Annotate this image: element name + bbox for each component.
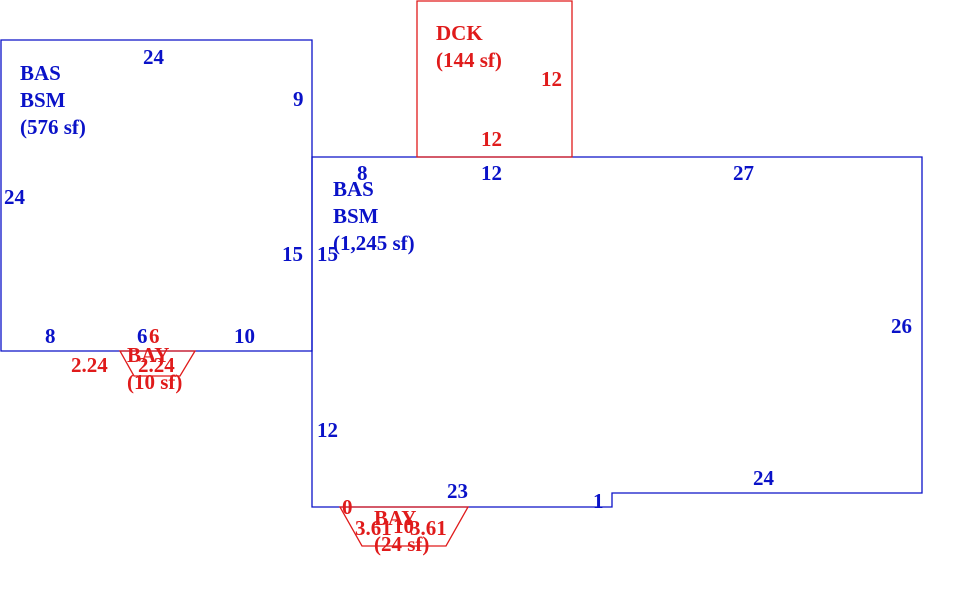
dim-right-bottom-b: 24 (753, 466, 775, 490)
bas-right-area: (1,245 sf) (333, 231, 415, 255)
bas-right-label-2: BSM (333, 204, 379, 228)
dim-left-bottom-a: 8 (45, 324, 56, 348)
dim-deck-right: 12 (541, 67, 562, 91)
dim-bay-right-a: 0 (342, 495, 353, 519)
dim-left-side: 24 (4, 185, 26, 209)
bay-right-area: (24 sf) (374, 532, 429, 556)
bay-right-label: BAY (374, 506, 416, 530)
dim-right-side: 26 (891, 314, 912, 338)
dim-bay-left-c: 2.24 (138, 353, 175, 377)
dim-bay-right-d: 3.61 (410, 516, 447, 540)
bay-left-label: BAY (127, 343, 169, 367)
bay-left-outline (118, 350, 197, 377)
dim-left-mid: 15 (282, 242, 303, 266)
dim-right-left: 15 (317, 242, 338, 266)
bas-left-label-1: BAS (20, 61, 61, 85)
dim-left-bottom-c: 10 (234, 324, 255, 348)
bas-left-area: (576 sf) (20, 115, 86, 139)
dim-bay-right-b: 3.61 (355, 516, 392, 540)
bas-left-label-2: BSM (20, 88, 66, 112)
deck-area: (144 sf) (436, 48, 502, 72)
dim-right-top-c: 27 (733, 161, 754, 185)
dim-right-top-a: 8 (357, 161, 368, 185)
bas-right-label-1: BAS (333, 177, 374, 201)
dim-right-top-b: 12 (481, 161, 502, 185)
dim-bay-left-a: 2.24 (71, 353, 108, 377)
dim-right-bottom-a: 23 (447, 479, 468, 503)
deck-label: DCK (436, 21, 483, 45)
dim-right-lower-left: 12 (317, 418, 338, 442)
bay-left-area: (10 sf) (127, 370, 182, 394)
dim-left-right: 9 (293, 87, 304, 111)
dim-left-top: 24 (143, 45, 165, 69)
dim-bay-right-c: 10 (393, 514, 414, 538)
dim-right-step: 1 (593, 489, 604, 513)
bas-right-outline (311, 156, 923, 508)
deck-outline (416, 0, 573, 158)
bas-left-outline (0, 39, 313, 352)
dim-bay-left-b: 6 (149, 324, 160, 348)
dim-deck-bottom: 12 (481, 127, 502, 151)
bay-right-outline (338, 506, 470, 547)
dim-left-bottom-b: 6 (137, 324, 148, 348)
